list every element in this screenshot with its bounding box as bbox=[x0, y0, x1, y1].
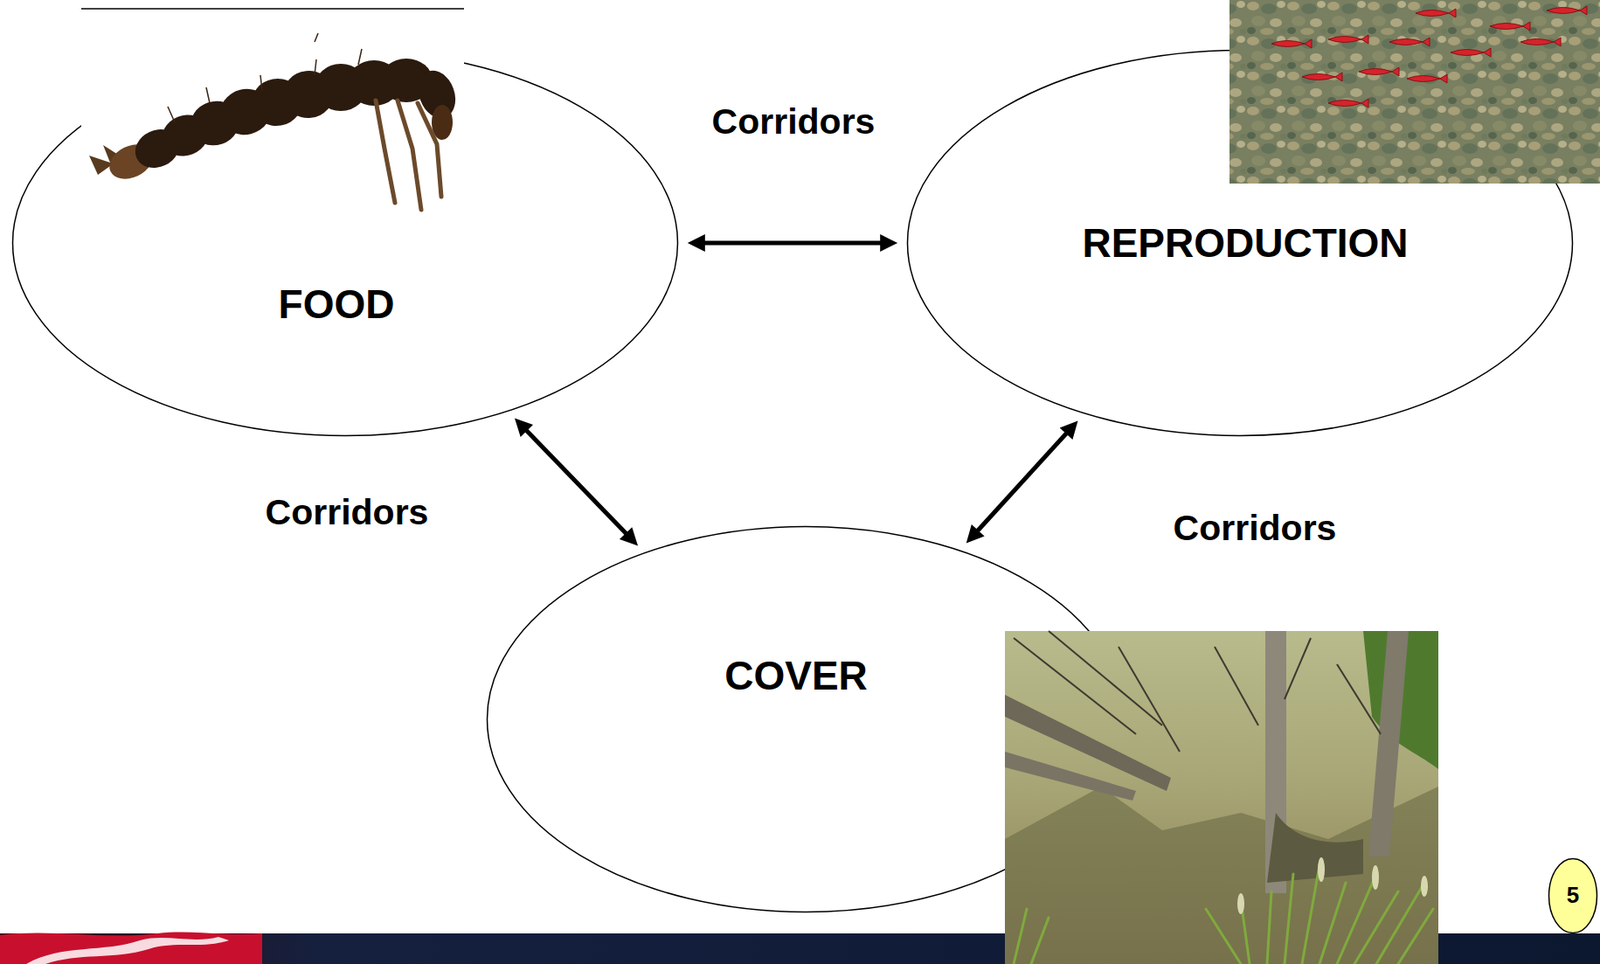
double-arrow bbox=[525, 429, 627, 535]
ellipse-outline bbox=[485, 525, 1126, 914]
riverbank-photo bbox=[1004, 630, 1439, 964]
ellipse-shape bbox=[1549, 858, 1598, 934]
ellipse-shape bbox=[13, 50, 679, 437]
double-arrow bbox=[703, 241, 882, 246]
node-label: COVER bbox=[724, 652, 868, 700]
ellipse-shape bbox=[487, 526, 1125, 913]
node-label: FOOD bbox=[278, 281, 395, 328]
node-label: REPRODUCTION bbox=[1081, 220, 1408, 267]
text-holder: REPRODUCTION bbox=[906, 48, 1574, 437]
text-holder: COVER bbox=[485, 525, 1126, 914]
page-number-oval: 5 bbox=[1547, 857, 1599, 935]
node-label: 5 bbox=[1566, 882, 1580, 909]
salmon-photo bbox=[1229, 0, 1600, 184]
text-holder: 5 bbox=[1547, 857, 1599, 935]
text-holder: FOOD bbox=[11, 48, 679, 437]
food-ellipse: FOOD bbox=[11, 48, 679, 437]
reproduction-ellipse: REPRODUCTION bbox=[906, 48, 1574, 437]
edge-label: Corridors bbox=[706, 99, 881, 145]
cover-ellipse: COVER bbox=[485, 525, 1126, 914]
larva-photo bbox=[81, 8, 465, 236]
edge-label: Corridors bbox=[1168, 505, 1343, 551]
ellipse-outline bbox=[11, 48, 679, 437]
edge-label: Corridors bbox=[260, 490, 435, 535]
ellipse-shape bbox=[907, 50, 1573, 437]
double-arrow bbox=[976, 432, 1068, 533]
